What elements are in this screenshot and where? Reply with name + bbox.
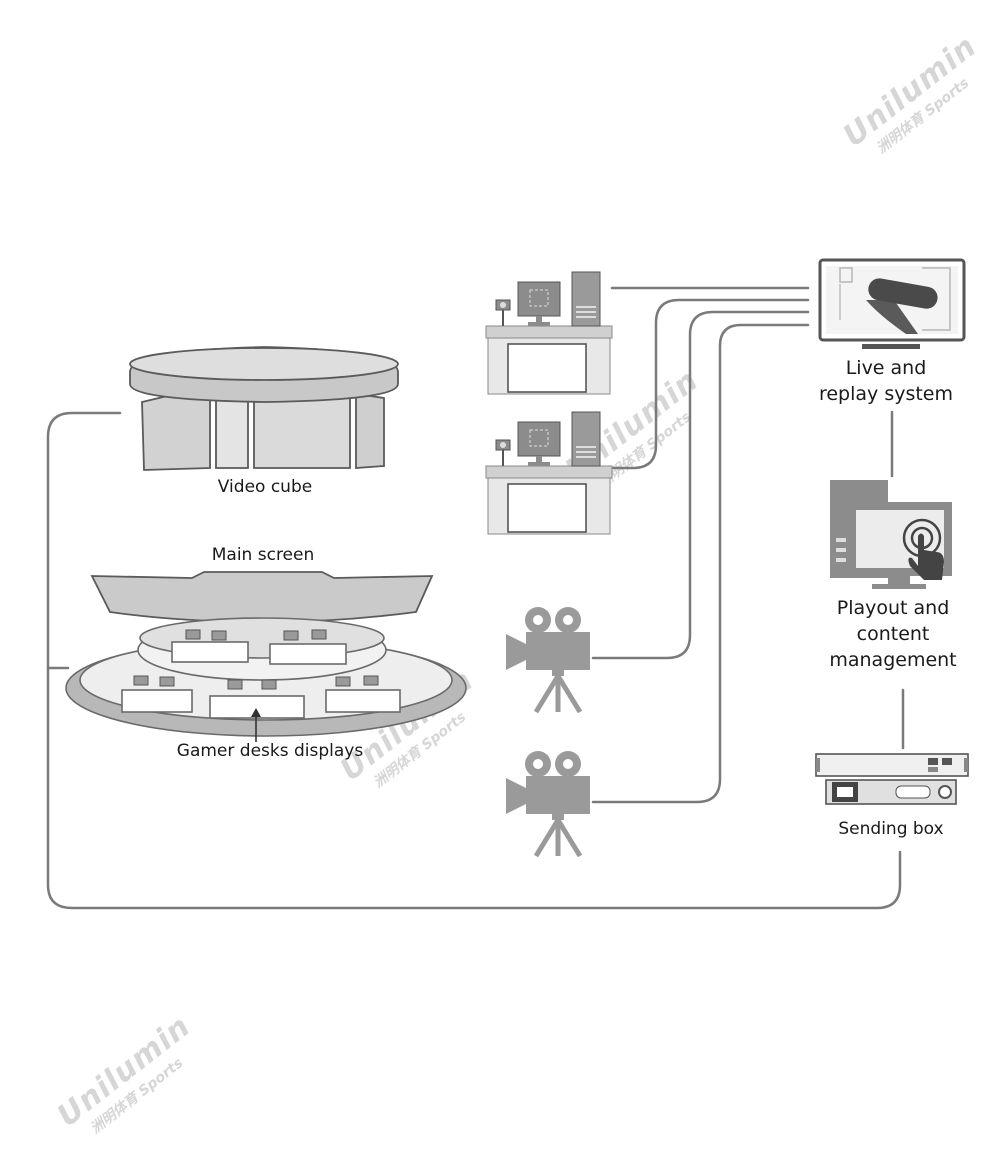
- video-cube-illustration: [129, 346, 399, 471]
- connection-lines: [46, 286, 905, 910]
- main-screen-illustration: [90, 571, 434, 623]
- label-video-cube: Video cube: [217, 477, 313, 497]
- playout-computer-icon: [830, 480, 952, 589]
- label-live-replay-line1: Live and: [845, 357, 927, 379]
- ws2-line: [604, 298, 810, 470]
- camera-2-icon: [506, 751, 590, 858]
- sending-box-icon: [815, 753, 969, 805]
- workstation-1: [485, 271, 613, 395]
- label-live-replay-line2: replay system: [818, 383, 954, 405]
- label-playout-line1: Playout and: [836, 597, 950, 619]
- workstation-2: [485, 411, 613, 535]
- live-replay-monitor: [818, 258, 966, 349]
- gamer-stage-illustration: [65, 617, 467, 742]
- label-playout-line3: management: [829, 649, 957, 671]
- label-gamer-desks: Gamer desks displays: [176, 741, 364, 761]
- label-main-screen: Main screen: [211, 545, 315, 565]
- cam1-line: [591, 310, 810, 660]
- label-playout: Playout and content management: [813, 595, 973, 673]
- cam2-line: [591, 323, 810, 804]
- label-playout-line2: content: [856, 623, 930, 645]
- camera-1-icon: [506, 607, 590, 714]
- loop-line: [46, 411, 902, 910]
- label-live-replay: Live and replay system: [806, 355, 966, 407]
- label-sending-box: Sending box: [838, 819, 944, 839]
